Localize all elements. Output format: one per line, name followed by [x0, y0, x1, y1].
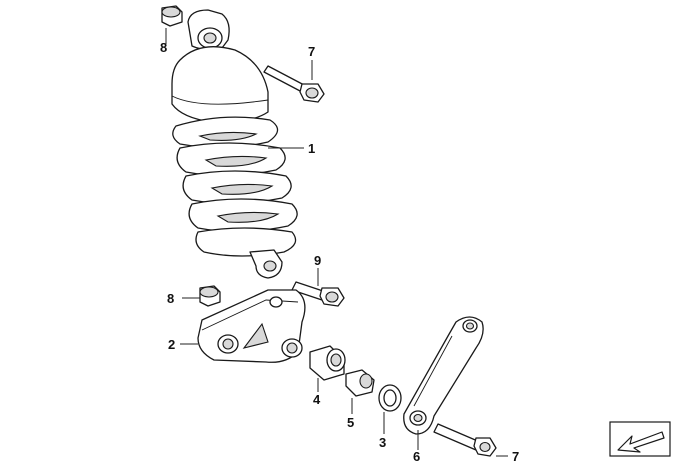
callout-3: 3 — [379, 435, 386, 450]
part-4-sleeve[interactable] — [309, 345, 346, 381]
part-7-bottom-bolt[interactable] — [433, 423, 497, 457]
callout-7-top: 7 — [308, 44, 315, 59]
callout-labels: 8 7 1 9 8 2 4 5 3 6 7 — [160, 40, 519, 461]
part-8-lower-nut[interactable] — [199, 285, 221, 307]
callout-7-bottom: 7 — [512, 449, 519, 461]
part-3-washer[interactable] — [378, 384, 402, 412]
callout-2: 2 — [168, 337, 175, 352]
leader-lines — [165, 28, 508, 457]
callout-1: 1 — [308, 141, 315, 156]
callout-4: 4 — [313, 392, 321, 407]
callout-5: 5 — [347, 415, 354, 430]
arrow-orientation-icon — [609, 421, 671, 457]
callout-9: 9 — [314, 253, 321, 268]
part-8-top-nut[interactable] — [161, 5, 183, 27]
part-5-spacer[interactable] — [345, 369, 375, 397]
part-6-link-arm[interactable] — [403, 316, 484, 435]
callout-8-top: 8 — [160, 40, 167, 55]
part-2-rocker-bracket[interactable] — [197, 289, 306, 363]
shock-upper-eye — [187, 9, 230, 51]
part-1-shock-absorber[interactable] — [171, 46, 298, 279]
callout-8-lower: 8 — [167, 291, 174, 306]
part-7-top-bolt[interactable] — [263, 65, 325, 103]
callout-6: 6 — [413, 449, 420, 461]
part-9-bolt[interactable] — [291, 281, 345, 307]
